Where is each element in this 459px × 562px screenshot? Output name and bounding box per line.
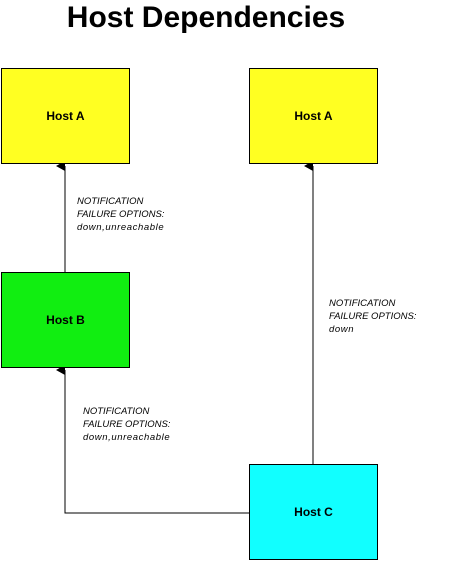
edge-label-line: down,unreachable	[77, 222, 165, 233]
edge-label-line: down,unreachable	[83, 432, 171, 443]
edge-host-c-to-host-b	[56, 365, 249, 514]
node-label: Host A	[46, 109, 85, 123]
node-host-b: Host B	[1, 272, 130, 368]
node-host-a-left: Host A	[1, 68, 130, 164]
edge-label-line: NOTIFICATION	[83, 406, 150, 417]
edge-label-line: FAILURE OPTIONS:	[83, 419, 171, 430]
node-label: Host B	[46, 313, 85, 327]
edge-label-line: FAILURE OPTIONS:	[329, 311, 417, 322]
edge-label-line: NOTIFICATION	[77, 196, 144, 207]
diagram-title: Host Dependencies	[66, 1, 346, 34]
node-host-a-right: Host A	[249, 68, 378, 164]
node-label: Host C	[294, 505, 333, 519]
edge-label-line: down	[329, 324, 355, 335]
edge-label-c-to-b: NOTIFICATION FAILURE OPTIONS: down,unrea…	[83, 405, 170, 444]
edge-label-line: FAILURE OPTIONS:	[77, 209, 165, 220]
edge-label-line: NOTIFICATION	[329, 298, 396, 309]
node-label: Host A	[294, 109, 333, 123]
node-host-c: Host C	[249, 464, 378, 560]
edge-label-b-to-a: NOTIFICATION FAILURE OPTIONS: down,unrea…	[77, 195, 164, 234]
edge-label-c-to-a: NOTIFICATION FAILURE OPTIONS: down	[329, 297, 416, 336]
